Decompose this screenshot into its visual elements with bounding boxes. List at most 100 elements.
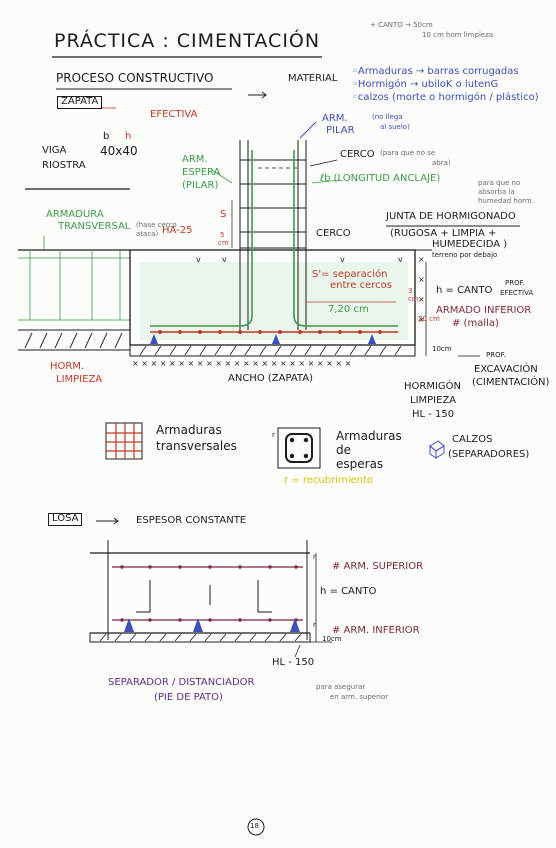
losa-pie-pato: (PIE DE PATO) [154, 692, 223, 703]
ha25-label: HA-25 [162, 225, 193, 236]
efectiva-label: EFECTIVA [150, 109, 198, 120]
material-item-2: ◦Hormigón → ubiloK o lutenG [352, 79, 499, 90]
losa-hl150: HL - 150 [272, 657, 315, 668]
legend-calzos-line2: (SEPARADORES) [448, 449, 530, 460]
svg-text:×: × [418, 295, 425, 304]
arm-espera-line2: ESPERA [182, 167, 221, 178]
legend-transversales-line1: Armaduras [156, 423, 222, 437]
losa-arm-superior: # ARM. SUPERIOR [332, 561, 424, 572]
separacion-line2: entre cercos [330, 280, 393, 291]
svg-text:×: × [418, 255, 425, 264]
horm-limpieza-line2: LIMPIEZA [410, 395, 457, 406]
svg-text:v: v [196, 255, 201, 264]
arm-espera-line3: (PILAR) [182, 180, 219, 191]
prof-exc-line3: (CIMENTACIÓN) [472, 377, 550, 388]
svg-text:v: v [398, 255, 403, 264]
losa-section-drawing [89, 517, 332, 658]
losa-cm10: 10cm [322, 635, 342, 643]
armado-inferior-line2: # (malla) [452, 318, 499, 329]
header-note-line1: + CANTO → 50cm [370, 21, 433, 29]
dist-label: 7,20 cm [328, 304, 369, 315]
dim-b: b [103, 131, 110, 142]
losa-h-canto: h = CANTO [320, 586, 377, 597]
prof-exc-line2: EXCAVACIÓN [474, 364, 538, 375]
legend-calzos-line1: CALZOS [452, 434, 493, 445]
cm10-label: 10cm [432, 345, 452, 353]
cm3-line2: cm [408, 295, 419, 303]
arm-pilar-line2: PILAR [326, 125, 355, 136]
no-llega-line1: (no llega [372, 113, 403, 121]
zapata-h-canto: h = CANTO [436, 285, 493, 296]
svg-text:v: v [340, 255, 345, 264]
legend-recubrimiento: r = recubrimiento [284, 475, 374, 486]
terreno-label: terreno por debajo [432, 251, 498, 259]
arm-transversal-line2: TRANSVERSAL [58, 221, 131, 232]
separacion-line1: S'= separación [312, 269, 388, 280]
cerco-note-line2: abra) [432, 159, 451, 167]
horm-limpieza-line3: HL - 150 [412, 409, 455, 420]
arm-espera-line1: ARM. [182, 154, 208, 165]
zapata-tag: ZAPATA [57, 96, 103, 109]
losa-separador: SEPARADOR / DISTANCIADOR [108, 677, 255, 688]
prof-efectiva-line2: EFECTIVA [500, 289, 534, 297]
lb-label: ℓb (LONGITUD ANCLAJE) [320, 173, 441, 184]
losa-tag: LOSA [48, 513, 83, 526]
s-label: S [220, 209, 227, 220]
horm-left-line2: LIMPIEZA [56, 374, 103, 385]
svg-text:× × × × × × × × × × × × × × ×: × × × × × × × × × × × × × × × × × × × × … [132, 359, 351, 368]
cerco2-label: CERCO [316, 228, 351, 239]
svg-text:×: × [418, 275, 425, 284]
junta-note-line2: HUMEDECIDA ) [432, 239, 508, 250]
lb-note-line2: absorba la [478, 188, 515, 196]
material-item-3: ◦calzos (morte o hormigón / plástico) [352, 92, 539, 103]
lb-note-line3: humedad horm. [478, 197, 534, 205]
arm-transversal-line1: ARMADURA [46, 209, 104, 220]
dim-h: h [125, 131, 132, 142]
lb-note-line1: para que no [478, 179, 521, 187]
svg-text:×: × [418, 315, 425, 324]
page-number: 18 [250, 822, 259, 830]
junta-note-line1: (RUGOSA + LIMPIA + [390, 228, 497, 239]
zapata-section-drawing: × × × × × × × × × × × × × × × × × × × × … [18, 107, 520, 368]
cm5-line1: 5 [220, 231, 225, 239]
ancho-label: ANCHO (ZAPATA) [228, 373, 313, 384]
legend-icons [105, 422, 445, 469]
losa-para-asegurar-line1: para asegurar [316, 683, 366, 691]
arm-pilar-line1: ARM. [322, 113, 348, 124]
cerco-label: CERCO [340, 149, 375, 160]
armado-inferior-line1: ARMADO INFERIOR [436, 305, 532, 316]
no-llega-line2: al suelo) [380, 123, 410, 131]
header-note-line2: 10 cm hom limpieza [422, 31, 494, 39]
hase-cerco-line2: ataca) [136, 230, 159, 238]
cm20-label: 20 cm [418, 315, 440, 323]
prof-exc-line1: PROF. [486, 351, 506, 359]
hase-cerco-line1: (hase cerco [136, 221, 177, 229]
legend-transversales-line2: transversales [156, 439, 237, 453]
page-number-circle [247, 818, 265, 836]
legend-esperas-line3: esperas [336, 457, 384, 471]
material-item-1: ◦Armaduras → barras corrugadas [352, 66, 519, 77]
prof-efectiva-line1: PROF. [505, 279, 525, 287]
cm5-line2: cm [218, 239, 229, 247]
losa-para-asegurar-line2: en arm. superior [330, 693, 389, 701]
cerco-note-line1: (para que no se [380, 149, 436, 157]
losa-r1: r [313, 553, 316, 561]
material-label: MATERIAL [288, 73, 338, 84]
dim-value: 40x40 [100, 144, 138, 158]
riostra-label: RIOSTRA [42, 160, 86, 171]
junta-label: JUNTA DE HORMIGONADO [386, 211, 516, 222]
svg-text:v: v [222, 255, 227, 264]
page-title: PRÁCTICA : CIMENTACIÓN [54, 30, 321, 52]
horm-left-line1: HORM. [50, 361, 85, 372]
losa-espesor: ESPESOR CONSTANTE [136, 515, 247, 526]
legend-esperas-line2: de [336, 443, 351, 457]
process-heading: PROCESO CONSTRUCTIVO [56, 71, 214, 85]
losa-r2: r [313, 621, 316, 629]
viga-label: VIGA [42, 145, 67, 156]
legend-r-label: r [272, 431, 275, 439]
losa-arm-inferior: # ARM. INFERIOR [332, 625, 420, 636]
horm-limpieza-line1: HORMIGÓN [404, 381, 462, 392]
cm3-line1: 3 [408, 287, 413, 295]
